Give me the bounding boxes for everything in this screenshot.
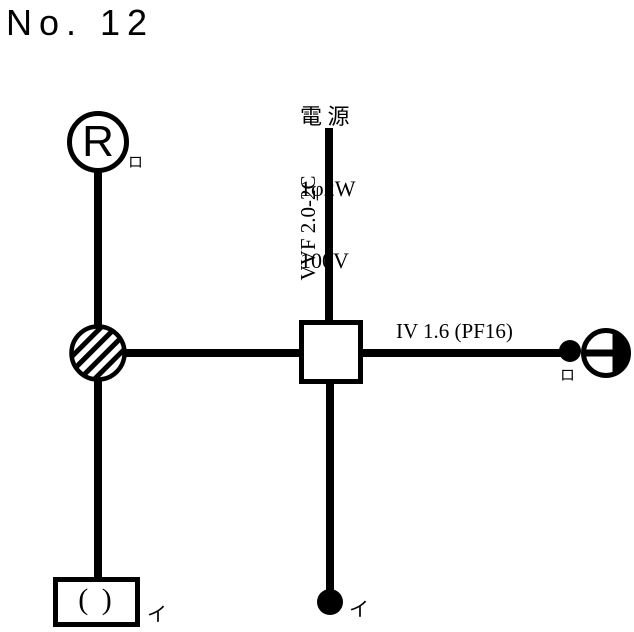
power-source-name: 電 源: [300, 104, 350, 129]
wire-jointbox-to-rose: [94, 379, 102, 579]
hatched-circle-icon: [69, 324, 127, 382]
lamp-receptacle-symbol: R: [67, 111, 129, 173]
wire-outletbox-to-switch: [361, 349, 565, 357]
wire-jointbox-to-outletbox: [124, 349, 302, 357]
iv-conduit-label: IV 1.6 (PF16): [396, 319, 513, 343]
lamp-receptacle-circuit-label: ロ: [128, 155, 144, 171]
ceiling-rose-symbol: ( ): [53, 577, 140, 627]
joint-box-symbol: [69, 324, 127, 382]
vvf-cable-label: VVF 2.0-2C: [296, 175, 320, 281]
wall-outlet-icon: [581, 328, 631, 378]
wire-receptacle-drop: [94, 172, 102, 328]
switch-ro-symbol: [559, 340, 581, 362]
wire-power-feed: [325, 128, 333, 322]
diagram-title: No. 12: [6, 2, 155, 43]
outlet-box-symbol: [299, 320, 363, 384]
ceiling-rose-circuit-label: イ: [147, 604, 167, 626]
lamp-receptacle-letter: R: [82, 117, 114, 166]
wire-outletbox-to-switch-bottom: [326, 382, 334, 591]
power-source-voltage: 100V: [300, 249, 355, 273]
switch-i-symbol: [317, 589, 343, 615]
switch-i-circuit-label: イ: [349, 599, 369, 621]
wall-outlet-symbol: [581, 328, 631, 378]
switch-ro-circuit-label: ロ: [560, 368, 576, 384]
ceiling-rose-glyph: ( ): [78, 583, 115, 616]
